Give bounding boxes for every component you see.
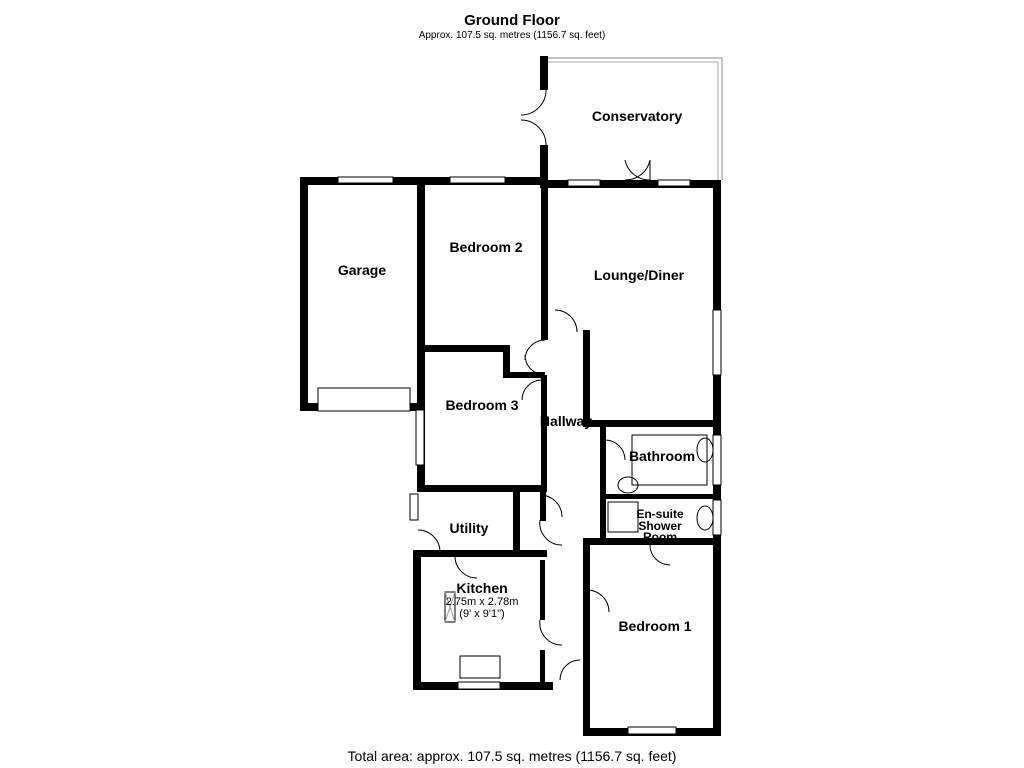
total-area: Total area: approx. 107.5 sq. metres (11… xyxy=(347,748,677,764)
label-bedroom-2: Bedroom 2 xyxy=(449,239,522,255)
label-ensuite-3: Room xyxy=(643,530,677,544)
room-labels: Conservatory Garage Bedroom 2 Lounge/Din… xyxy=(338,108,695,634)
label-bathroom: Bathroom xyxy=(629,448,695,464)
doors xyxy=(417,89,714,681)
kitchen-dimensions-metric: 2.75m x 2.78m xyxy=(446,596,519,608)
label-bedroom-1: Bedroom 1 xyxy=(618,618,691,634)
floor-area-subtitle: Approx. 107.5 sq. metres (1156.7 sq. fee… xyxy=(418,30,606,41)
label-garage: Garage xyxy=(338,262,386,278)
label-bedroom-3: Bedroom 3 xyxy=(445,397,518,413)
label-kitchen: Kitchen xyxy=(456,580,507,596)
floor-title: Ground Floor xyxy=(464,12,560,29)
walls xyxy=(300,56,723,736)
label-conservatory: Conservatory xyxy=(592,108,682,124)
garage-door xyxy=(317,387,411,412)
label-lounge-diner: Lounge/Diner xyxy=(594,267,685,283)
kitchen-dimensions-imperial: (9' x 9'1") xyxy=(459,608,504,620)
conservatory-glazing xyxy=(544,57,723,180)
label-ensuite-2: Shower xyxy=(638,519,682,533)
label-utility: Utility xyxy=(450,520,489,536)
label-ensuite-1: En-suite xyxy=(636,507,684,521)
label-hallway: Hallway xyxy=(540,413,592,429)
